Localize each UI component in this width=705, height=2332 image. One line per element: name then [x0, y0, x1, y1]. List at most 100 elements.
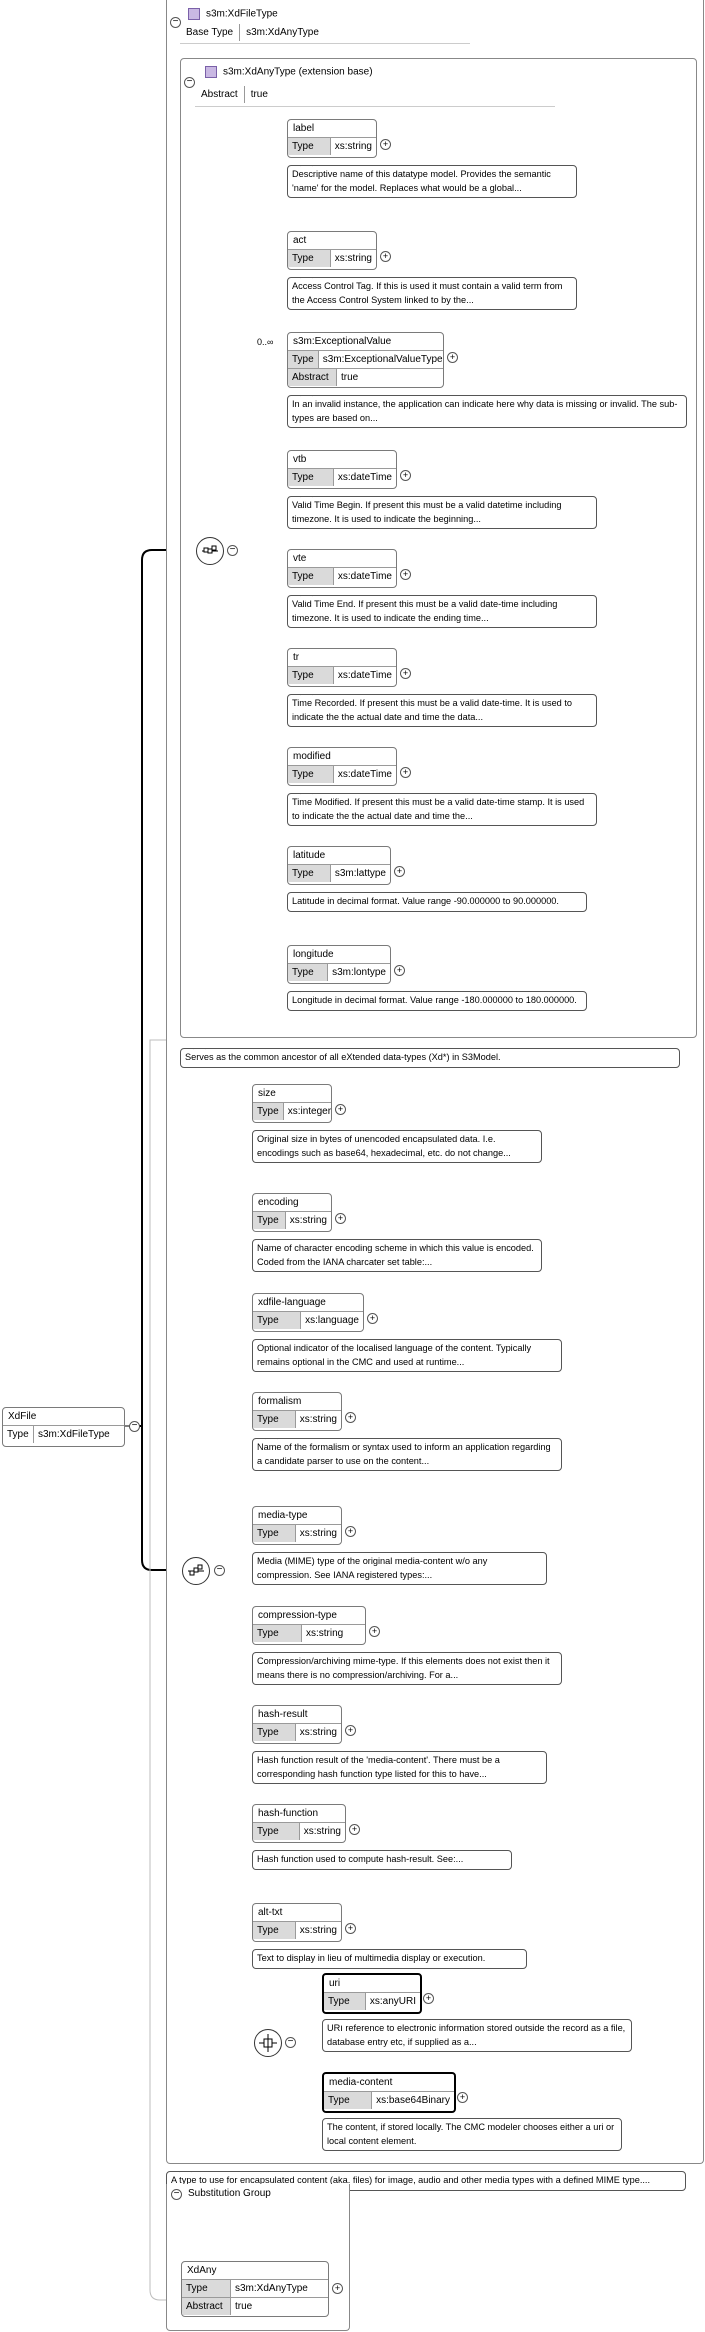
element-name: media-content — [329, 2077, 393, 2088]
type-key: Type — [253, 1922, 296, 1939]
type-key: Type — [324, 1993, 366, 2010]
element-name: uri — [329, 1978, 341, 1989]
type-value: xs:integer — [283, 1103, 331, 1120]
type-key: Type — [288, 667, 334, 684]
expand-hash-result[interactable]: + — [345, 1725, 356, 1736]
type-value: xs:dateTime — [333, 469, 396, 486]
sequence-compositor-base — [196, 537, 224, 565]
collapse-sequence-file[interactable]: − — [214, 1565, 225, 1576]
expand-modified[interactable]: + — [400, 767, 411, 778]
sequence-compositor-file — [182, 1557, 210, 1585]
type-value: xs:string — [299, 1823, 345, 1840]
extension-header: s3m:XdAnyType (extension base) — [205, 66, 373, 78]
element-annotation: Descriptive name of this datatype model.… — [287, 165, 577, 198]
expand-uri[interactable]: + — [423, 1993, 434, 2004]
element-name: tr — [293, 652, 300, 663]
collapse-root[interactable]: − — [129, 1421, 140, 1432]
abstract-key: Abstract — [288, 369, 337, 386]
type-key: Type — [253, 1103, 284, 1120]
expand-encoding[interactable]: + — [335, 1213, 346, 1224]
expand-formalism[interactable]: + — [345, 1412, 356, 1423]
type-key: Type — [288, 964, 329, 981]
expand-vte[interactable]: + — [400, 569, 411, 580]
element-annotation: Compression/archiving mime-type. If this… — [252, 1652, 562, 1685]
expand-tr[interactable]: + — [400, 668, 411, 679]
root-element-name: XdFile — [8, 1411, 37, 1422]
type-key: Type — [253, 1312, 302, 1329]
expand-media-type[interactable]: + — [345, 1526, 356, 1537]
collapse-substitution-group[interactable]: − — [171, 2189, 182, 2200]
collapse-extension[interactable]: − — [184, 77, 195, 88]
type-value: xs:dateTime — [333, 766, 396, 783]
expand-act[interactable]: + — [380, 251, 391, 262]
type-value: xs:string — [295, 1922, 341, 1939]
element-annotation: Name of character encoding scheme in whi… — [252, 1239, 542, 1272]
expand-hash-function[interactable]: + — [349, 1824, 360, 1835]
type-value: xs:string — [302, 1625, 348, 1642]
element-annotation: Valid Time End. If present this must be … — [287, 595, 597, 628]
type-value: xs:string — [295, 1525, 341, 1542]
type-value: xs:base64Binary — [372, 2092, 454, 2109]
extension-divider — [195, 106, 555, 107]
expand-latitude[interactable]: + — [394, 866, 405, 877]
expand-label[interactable]: + — [380, 139, 391, 150]
expand-media-content[interactable]: + — [457, 2092, 468, 2103]
extension-abstract-row: Abstract true — [195, 86, 274, 103]
connector-line — [141, 1426, 182, 1571]
expand-xdfile-language[interactable]: + — [367, 1313, 378, 1324]
expand-xdany[interactable]: + — [332, 2283, 343, 2294]
collapse-choice[interactable]: − — [285, 2037, 296, 2048]
abstract-value: true — [231, 2298, 257, 2315]
expand-longitude[interactable]: + — [394, 965, 405, 976]
expand-vtb[interactable]: + — [400, 470, 411, 481]
collapse-complex-type[interactable]: − — [170, 17, 181, 28]
type-key: Type — [253, 1212, 286, 1229]
element-name: media-type — [258, 1510, 308, 1521]
element-annotation: Name of the formalism or syntax used to … — [252, 1438, 562, 1471]
type-key: Type — [3, 1426, 34, 1443]
element-name: hash-result — [258, 1709, 308, 1720]
element-name: alt-txt — [258, 1907, 283, 1918]
collapse-sequence-base[interactable]: − — [227, 545, 238, 556]
type-key: Type — [253, 1823, 300, 1840]
type-key: Type — [324, 2092, 373, 2109]
complex-type-name: s3m:XdFileType — [206, 8, 278, 20]
expand-size[interactable]: + — [335, 1104, 346, 1115]
class-icon — [205, 66, 217, 78]
element-name: act — [293, 235, 307, 246]
abstract-value: true — [250, 89, 268, 100]
element-name: longitude — [293, 949, 334, 960]
element-name: vte — [293, 553, 307, 564]
type-value: xs:string — [295, 1411, 341, 1428]
base-type-value: s3m:XdAnyType — [246, 27, 319, 38]
expand-alt-txt[interactable]: + — [345, 1923, 356, 1934]
type-value: xs:string — [295, 1724, 341, 1741]
type-key: Type — [288, 351, 319, 368]
base-type-key: Base Type — [180, 24, 241, 41]
expand-compression-type[interactable]: + — [369, 1626, 380, 1637]
expand-s3m-exceptionalvalue[interactable]: + — [447, 352, 458, 363]
type-value: xs:string — [285, 1212, 331, 1229]
